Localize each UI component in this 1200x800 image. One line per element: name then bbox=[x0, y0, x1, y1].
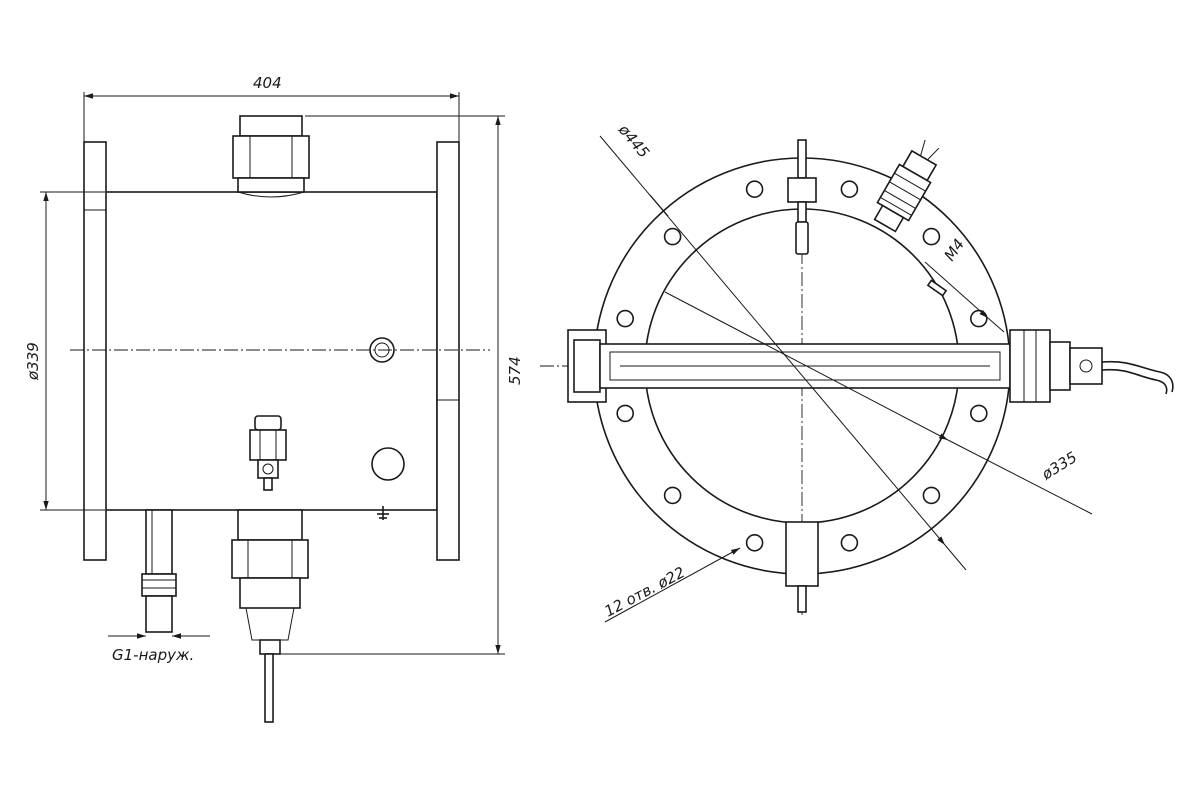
bottom-pipe bbox=[141, 509, 177, 633]
dim-width: 404 bbox=[83, 74, 460, 142]
lower-port bbox=[371, 447, 405, 481]
dim-height: 574 bbox=[275, 115, 524, 655]
bolt-hole bbox=[969, 404, 988, 423]
dim-inner-diameter: ø335 bbox=[664, 291, 1093, 515]
bolt-hole bbox=[745, 533, 764, 552]
bolt-hole bbox=[663, 227, 682, 246]
bolt-holes bbox=[616, 180, 988, 552]
dim-height-label: 574 bbox=[506, 356, 524, 385]
cable bbox=[1101, 360, 1174, 393]
dim-width-label: 404 bbox=[253, 74, 282, 92]
dim-thread-label: M4 bbox=[941, 236, 969, 265]
bolt-hole bbox=[663, 486, 682, 505]
bottom-tab bbox=[785, 521, 819, 613]
inner-sensor bbox=[249, 415, 287, 491]
bolt-hole bbox=[922, 227, 941, 246]
bottom-fitting bbox=[231, 509, 309, 723]
top-probe bbox=[787, 139, 817, 255]
holes-callout: 12 отв. ø22 bbox=[601, 547, 741, 623]
front-view: M4 ø445 ø335 12 отв. ø22 bbox=[540, 120, 1174, 623]
dim-inner-diameter-label: ø335 bbox=[1038, 448, 1080, 484]
bolt-hole bbox=[969, 309, 988, 328]
bolt-hole bbox=[745, 180, 764, 198]
side-view: 404 574 ø339 G1-наруж. bbox=[24, 74, 524, 723]
bolt-hole bbox=[840, 533, 859, 552]
holes-note-label: 12 отв. ø22 bbox=[601, 563, 688, 620]
heater-tube bbox=[567, 329, 1174, 403]
dim-diameter-label: ø339 bbox=[24, 342, 42, 381]
ground-mark bbox=[377, 506, 389, 520]
bolt-hole bbox=[616, 309, 635, 328]
right-flange bbox=[436, 141, 460, 561]
left-flange bbox=[83, 141, 107, 561]
angled-sensor bbox=[873, 139, 940, 233]
m4-screw bbox=[926, 279, 948, 297]
bolt-hole bbox=[616, 404, 635, 423]
bolt-hole bbox=[840, 180, 859, 198]
top-fitting bbox=[232, 115, 310, 198]
dim-outer-diameter-label: ø445 bbox=[614, 120, 653, 161]
thread-callout: G1-наруж. bbox=[108, 633, 210, 664]
thread-note-label: G1-наруж. bbox=[112, 646, 194, 664]
bolt-hole bbox=[922, 486, 941, 505]
side-port bbox=[369, 337, 395, 363]
dim-diameter: ø339 bbox=[24, 191, 105, 511]
